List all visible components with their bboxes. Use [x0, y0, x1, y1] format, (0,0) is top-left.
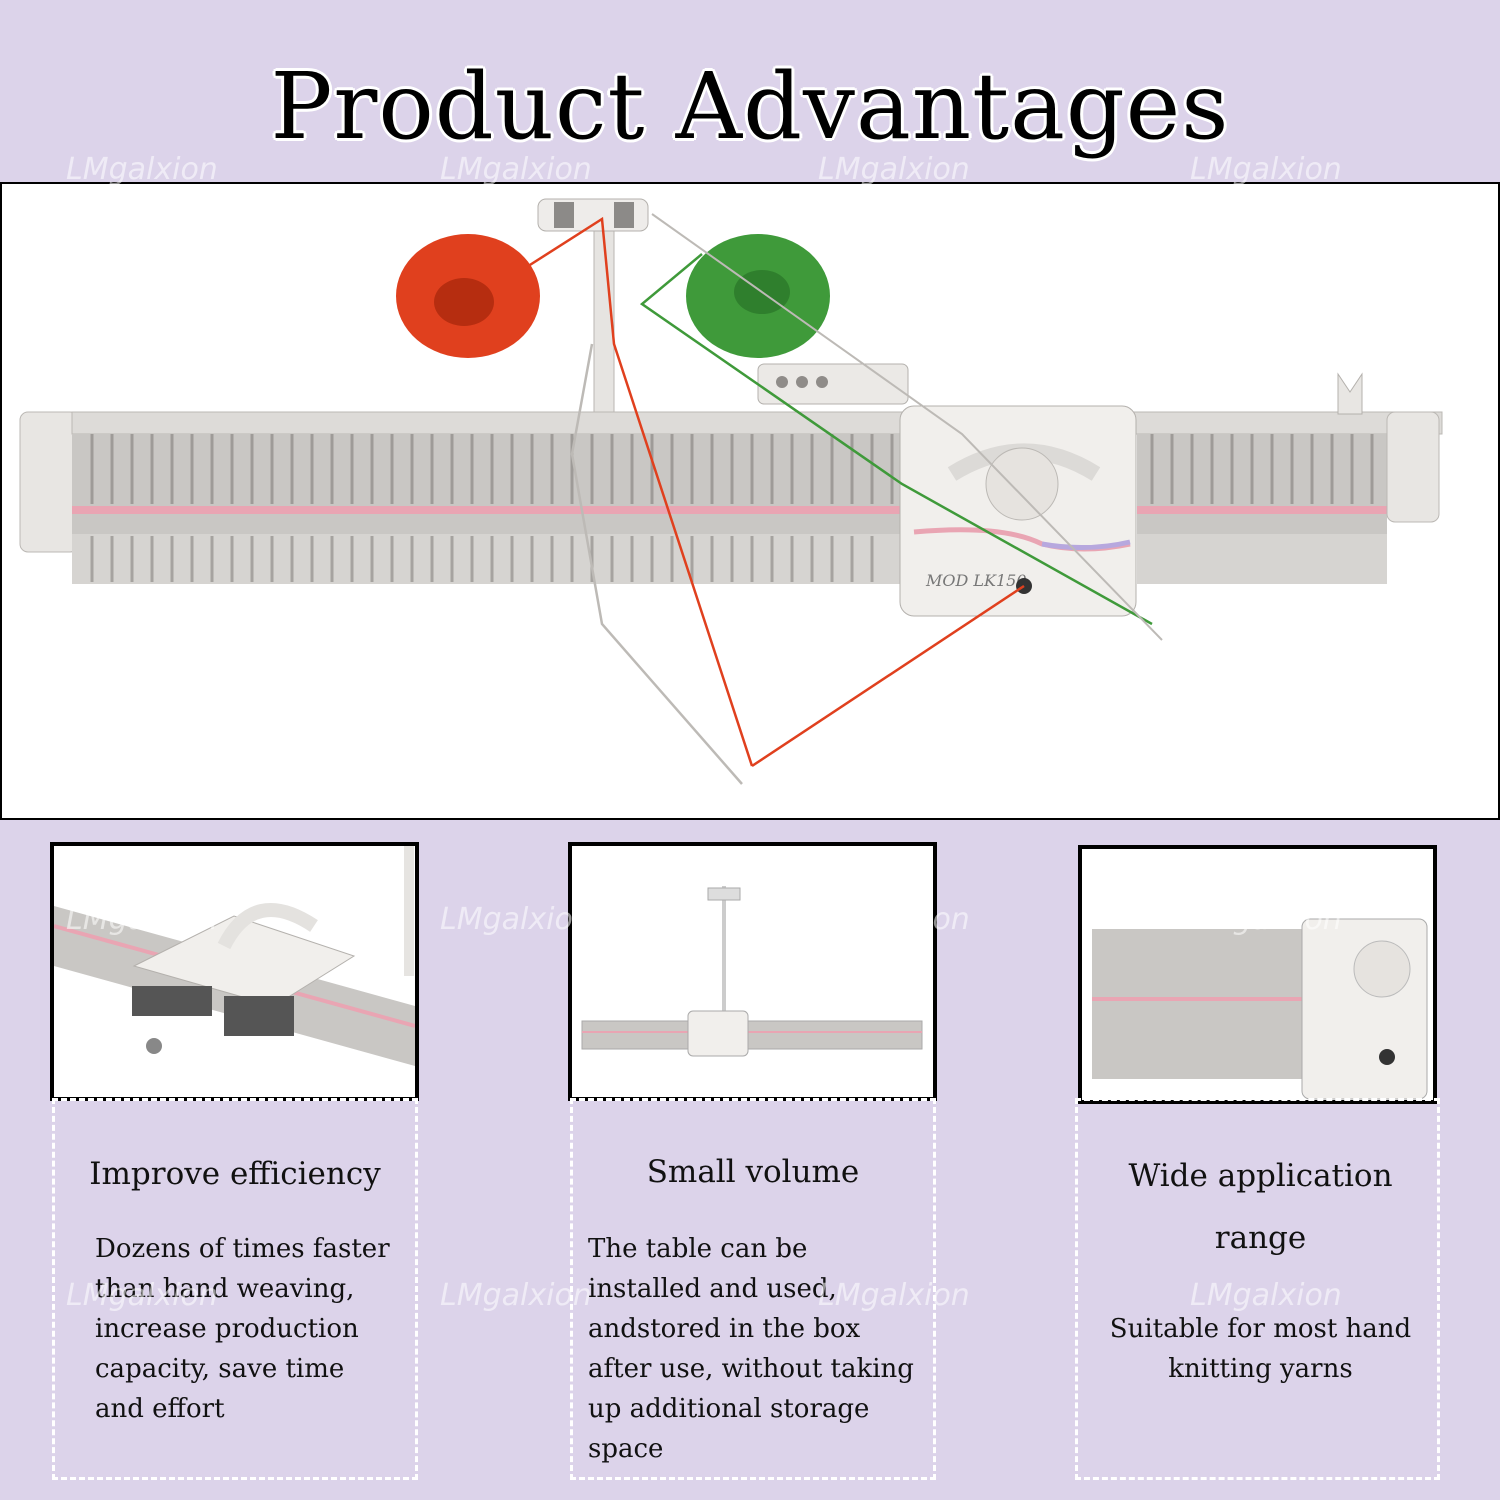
feature-card-efficiency: Improve efficiency Dozens of times faste…: [52, 1098, 418, 1480]
thumbnail-carriage-closeup: [50, 842, 419, 1101]
feature-description: Suitable for most hand knitting yarns: [1109, 1314, 1412, 1384]
needle-row-top: [90, 434, 894, 504]
carriage-model-label: MOD LK150: [925, 571, 1027, 590]
feature-title: Improve efficiency: [89, 1156, 381, 1192]
thumbnail-full-machine: [568, 842, 937, 1101]
thumbnail-bed-detail: [1078, 845, 1437, 1104]
feature-card-volume: Small volume The table can be installed …: [570, 1098, 936, 1480]
feature-description: The table can be installed and used, and…: [588, 1234, 914, 1464]
feature-title: Small volume: [646, 1154, 860, 1190]
page-title: Product Advantages: [270, 53, 1230, 160]
feature-card-application: Wide application range Suitable for most…: [1075, 1098, 1440, 1480]
feature-title: Wide application range: [1128, 1158, 1393, 1256]
hero-product-image: MOD LK150: [0, 182, 1500, 820]
feature-description: Dozens of times faster than hand weaving…: [95, 1234, 390, 1424]
